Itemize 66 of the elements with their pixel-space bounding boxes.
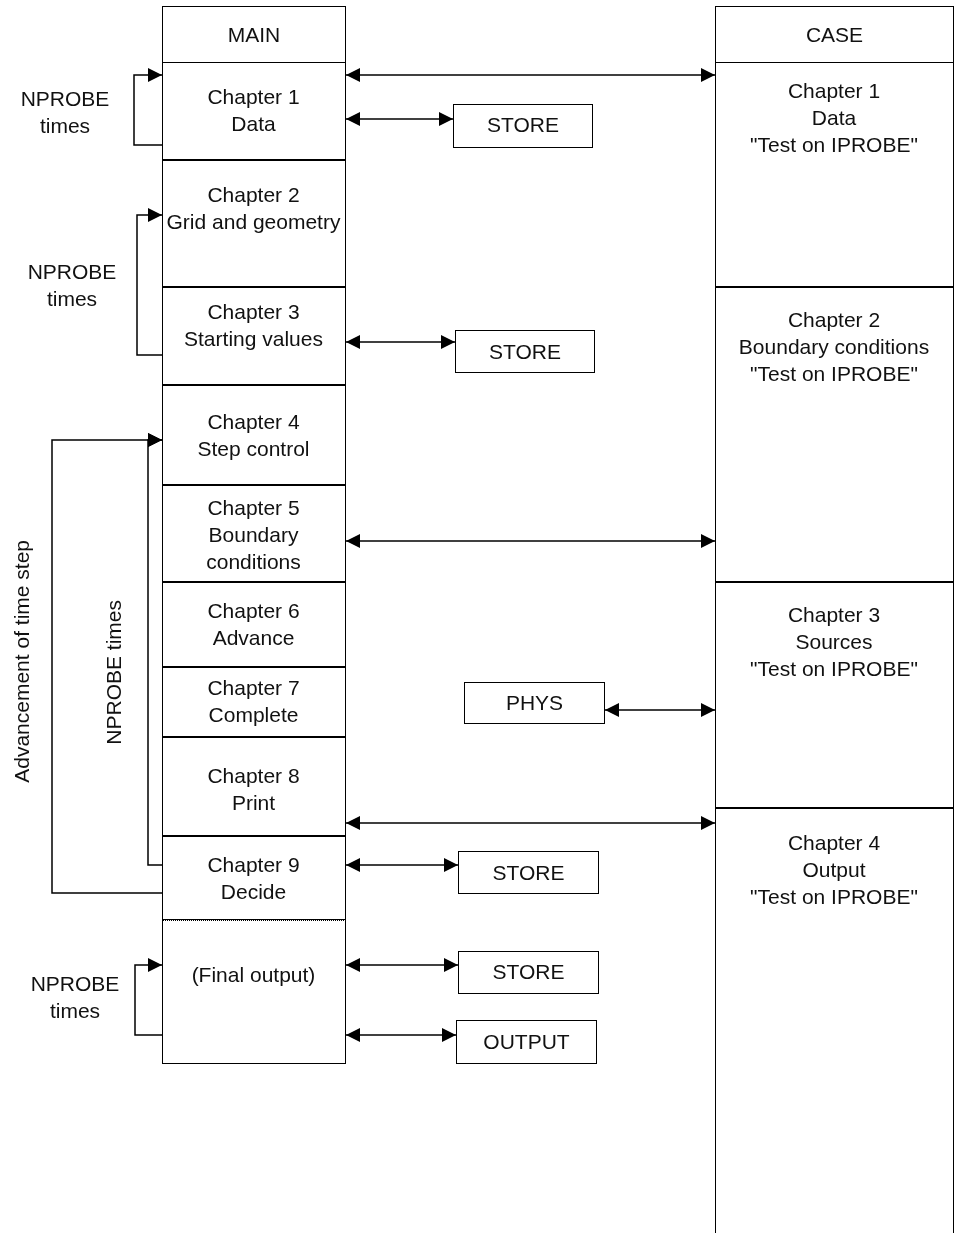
arrow bbox=[345, 816, 716, 830]
chapter-text: Boundary conditions bbox=[738, 333, 930, 360]
chapter-cell bbox=[714, 581, 954, 808]
chapter-heading: Chapter 6 bbox=[207, 597, 300, 624]
chapter-text: Step control bbox=[197, 435, 310, 462]
chapter-cell bbox=[161, 286, 346, 385]
chapter-text: "Test on IPROBE" bbox=[750, 883, 918, 910]
chapter-cell bbox=[161, 384, 346, 485]
chapter-cell bbox=[161, 581, 346, 667]
chapter-heading: Chapter 4 bbox=[207, 408, 300, 435]
chapter-heading: Chapter 3 bbox=[207, 298, 300, 325]
chapter-text: Advance bbox=[212, 624, 295, 651]
arrow bbox=[345, 1028, 457, 1042]
arrow bbox=[134, 958, 163, 1036]
chapter-text: (Final output) bbox=[191, 961, 316, 988]
chapter-text: Sources bbox=[795, 628, 873, 655]
chapter-cell bbox=[161, 484, 346, 582]
module-box: PHYS bbox=[464, 682, 605, 724]
chapter-text: Data bbox=[811, 104, 857, 131]
module-box: OUTPUT bbox=[456, 1020, 597, 1064]
chapter-text: Output bbox=[802, 856, 866, 883]
chapter-text: "Test on IPROBE" bbox=[750, 655, 918, 682]
chapter-heading: Chapter 5 bbox=[207, 494, 300, 521]
module-box: STORE bbox=[453, 104, 593, 148]
chapter-cell bbox=[161, 666, 346, 737]
chapter-heading: Chapter 8 bbox=[207, 762, 300, 789]
arrow bbox=[345, 112, 454, 126]
module-box: STORE bbox=[455, 330, 595, 373]
arrow bbox=[604, 703, 716, 717]
chapter-text: Decide bbox=[220, 878, 287, 905]
module-box: STORE bbox=[458, 851, 599, 894]
table-column bbox=[162, 6, 346, 1064]
arrow bbox=[51, 433, 163, 894]
column-heading: MAIN bbox=[227, 22, 281, 48]
chapter-text: Complete bbox=[208, 701, 299, 728]
chapter-cell bbox=[714, 61, 954, 287]
chapter-heading: Chapter 2 bbox=[787, 306, 881, 333]
arrow bbox=[345, 534, 716, 548]
chapter-text: Boundary conditions bbox=[205, 521, 302, 575]
chapter-text: "Test on IPROBE" bbox=[750, 131, 918, 158]
arrow bbox=[345, 858, 459, 872]
arrow bbox=[133, 68, 163, 146]
chapter-heading: Chapter 1 bbox=[787, 77, 881, 104]
chapter-cell bbox=[714, 286, 954, 582]
chapter-text: Starting values bbox=[184, 325, 323, 352]
module-box: STORE bbox=[458, 951, 599, 994]
chapter-cell bbox=[161, 159, 346, 287]
chapter-heading: Chapter 7 bbox=[207, 674, 300, 701]
chapter-text: Grid and geometry bbox=[166, 208, 341, 235]
chapter-cell bbox=[161, 61, 346, 160]
arrow bbox=[136, 208, 163, 356]
chapter-cell bbox=[161, 835, 346, 920]
chapter-cell bbox=[161, 736, 346, 836]
chapter-heading: Chapter 4 bbox=[787, 829, 881, 856]
chapter-heading: Chapter 2 bbox=[207, 181, 300, 208]
chapter-heading: Chapter 3 bbox=[787, 601, 881, 628]
arrow bbox=[345, 335, 456, 349]
chapter-text: Data bbox=[231, 110, 276, 137]
arrow bbox=[345, 958, 459, 972]
chapter-text: "Test on IPROBE" bbox=[750, 360, 918, 387]
column-heading: CASE bbox=[805, 22, 864, 48]
arrow bbox=[345, 68, 716, 82]
chapter-heading: Chapter 1 bbox=[207, 83, 300, 110]
chapter-heading: Chapter 9 bbox=[207, 851, 300, 878]
table-column bbox=[715, 6, 954, 1233]
chapter-text: Print bbox=[231, 789, 276, 816]
